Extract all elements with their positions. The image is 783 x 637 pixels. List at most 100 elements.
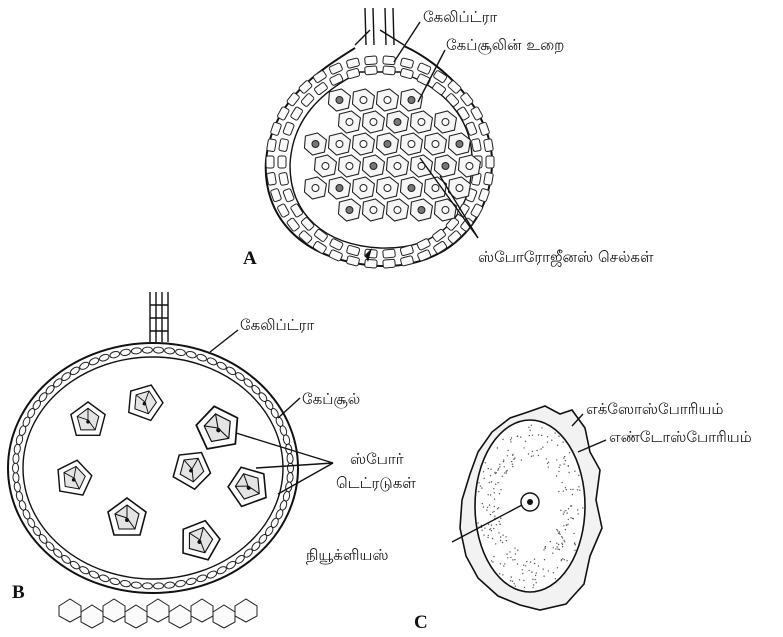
stipple-dot (494, 472, 495, 473)
foot-cell (147, 599, 169, 622)
wall-cell (457, 106, 470, 120)
stipple-dot (493, 556, 494, 557)
capsule-wall-cell (88, 357, 100, 367)
wall-cell (301, 217, 315, 231)
stipple-dot (555, 548, 556, 549)
stipple-dot (538, 565, 539, 566)
foot-cell (125, 605, 147, 628)
stipple-dot (503, 565, 504, 566)
sporogenous-cell-nucleus (346, 119, 353, 126)
stipple-dot (545, 548, 546, 549)
stipple-dot (577, 513, 578, 514)
stipple-dot (490, 494, 491, 495)
stipple-dot (507, 455, 508, 456)
wall-cell (267, 139, 277, 152)
wall-cell (365, 259, 378, 268)
stipple-dot (565, 460, 566, 461)
stipple-dot (572, 489, 573, 490)
sporogenous-cell-nucleus (456, 141, 463, 148)
stipple-dot (556, 475, 557, 476)
stipple-dot (513, 459, 514, 460)
stipple-dot (530, 430, 531, 431)
capsule-wall-cell (142, 583, 152, 589)
stipple-dot (556, 459, 557, 460)
capsule-wall-cell (164, 347, 175, 354)
stipple-dot (541, 435, 542, 436)
stipple-dot (519, 579, 520, 580)
stipple-dot (504, 563, 505, 564)
sporogenous-cell-nucleus (370, 119, 377, 126)
wall-cell (283, 122, 295, 136)
stipple-dot (520, 436, 521, 437)
stipple-dot (574, 471, 575, 472)
stipple-dot (563, 457, 564, 458)
wall-cell (329, 73, 343, 86)
stipple-dot (484, 528, 485, 529)
stipple-dot (535, 575, 536, 576)
stipple-dot (482, 530, 483, 531)
capsule-wall-cell (186, 577, 197, 586)
sporogenous-cell-nucleus (394, 119, 401, 126)
stipple-dot (509, 551, 510, 552)
capsule-wall-cell (109, 577, 120, 586)
wall-cell (484, 172, 494, 185)
sporogenous-cell-nucleus (408, 185, 415, 192)
wall-cell (290, 203, 303, 217)
stipple-dot (547, 463, 548, 464)
stipple-dot (512, 464, 513, 465)
stipple-dot (562, 546, 563, 547)
wall-cell (346, 58, 360, 69)
stipple-dot (506, 471, 507, 472)
stipple-dot (494, 492, 495, 493)
stipple-dot (502, 476, 503, 477)
stipple-dot (493, 488, 494, 489)
capsule-wall-cell (164, 582, 175, 589)
stipple-dot (558, 533, 559, 534)
wall-cell (298, 230, 312, 244)
stipple-dot (493, 528, 494, 529)
wall-cell (433, 241, 447, 254)
capsule-wall-cell (78, 565, 90, 575)
capsule-wall-cell (287, 472, 294, 482)
figure-a-stalk (355, 8, 404, 45)
stipple-dot (566, 560, 567, 561)
stipple-dot (487, 537, 488, 538)
capsule-wall-cell (14, 482, 22, 493)
stipple-dot (534, 559, 535, 560)
sporogenous-cell-nucleus (384, 97, 391, 104)
stipple-dot (495, 484, 496, 485)
stipple-dot (489, 504, 490, 505)
stipple-dot (491, 560, 492, 561)
stipple-dot (570, 505, 571, 506)
figure-a-label-capsule-wall: கேப்சூலின் உறை (446, 36, 564, 55)
stipple-dot (579, 490, 580, 491)
stipple-dot (564, 559, 565, 560)
stipple-dot (500, 563, 501, 564)
stipple-dot (555, 578, 556, 579)
stipple-dot (512, 581, 513, 582)
stipple-dot (525, 441, 526, 442)
stipple-dot (478, 482, 479, 483)
stipple-dot (514, 548, 515, 549)
capsule-wall-cell (153, 583, 163, 589)
figure-b-wall-cells (13, 347, 294, 589)
sporogenous-cell-nucleus (312, 141, 319, 148)
wall-cell (365, 56, 378, 65)
stipple-dot (515, 585, 516, 586)
wall-cell (346, 256, 360, 267)
stipple-dot (558, 471, 559, 472)
capsule-wall-cell (88, 570, 100, 580)
capsule-wall-cell (186, 350, 197, 359)
stipple-dot (572, 494, 573, 495)
stipple-dot (488, 468, 489, 469)
stipple-dot (559, 531, 560, 532)
stipple-dot (488, 535, 489, 536)
stipple-dot (505, 536, 506, 537)
stipple-dot (498, 532, 499, 533)
stipple-dot (561, 536, 562, 537)
capsule-wall-cell (216, 565, 228, 575)
stipple-dot (573, 533, 574, 534)
stipple-dot (566, 524, 567, 525)
stipple-dot (528, 427, 529, 428)
foot-cell (235, 599, 257, 622)
